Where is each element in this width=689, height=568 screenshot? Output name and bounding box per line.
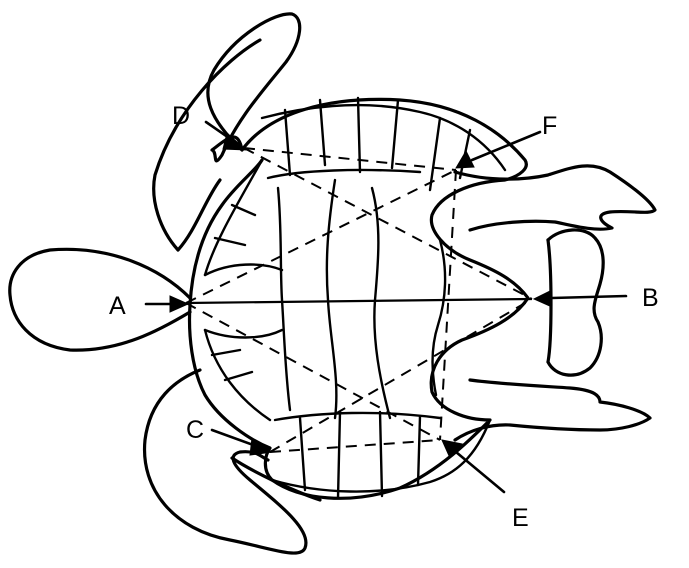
arrow-f <box>472 132 540 160</box>
arrows <box>146 122 626 492</box>
arrow-b <box>552 296 626 298</box>
turtle-outline <box>10 14 655 553</box>
line-a-b <box>186 299 532 303</box>
head <box>10 249 190 350</box>
line-c-e <box>270 440 440 452</box>
label-e: E <box>512 504 529 532</box>
label-c: C <box>186 416 204 444</box>
label-b: B <box>642 284 659 312</box>
line-d-f <box>244 148 456 170</box>
measurement-lines <box>186 148 532 452</box>
label-f: F <box>542 112 557 140</box>
arrow-e <box>456 452 504 492</box>
label-d: D <box>172 102 190 130</box>
line-c-b <box>270 299 532 452</box>
rear-left-flipper-lower <box>145 370 306 553</box>
tail <box>548 230 603 375</box>
label-a: A <box>109 292 126 320</box>
rear-right-flipper-upper <box>455 166 655 230</box>
line-a-f <box>186 170 456 303</box>
